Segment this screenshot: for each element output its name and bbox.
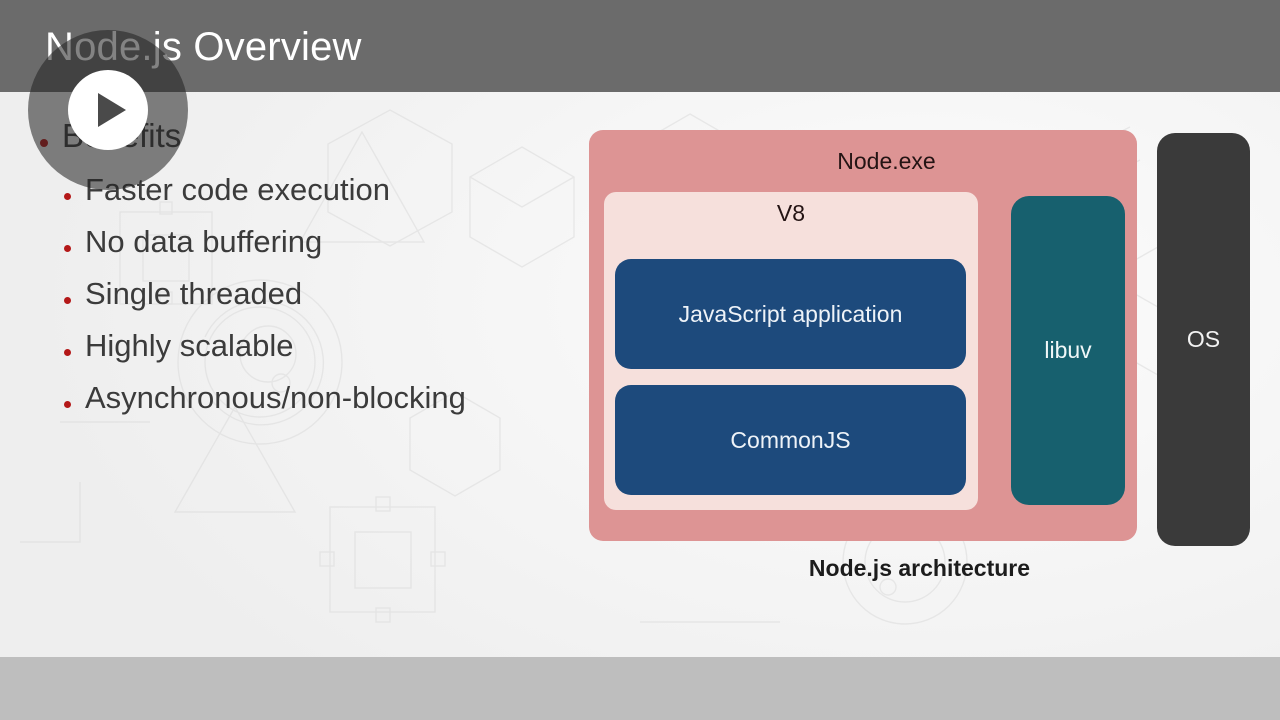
commonjs-box: CommonJS bbox=[615, 385, 966, 495]
bullet-item: Single threaded bbox=[64, 269, 600, 319]
bullet-label: Single threaded bbox=[85, 276, 303, 311]
bullet-dot-icon bbox=[64, 349, 71, 356]
play-button[interactable] bbox=[28, 30, 188, 190]
javascript-application-box: JavaScript application bbox=[615, 259, 966, 369]
node-exe-label: Node.exe bbox=[837, 148, 936, 174]
bullet-dot-icon bbox=[64, 193, 71, 200]
slide-header-bar bbox=[0, 0, 1280, 92]
bullet-item: No data buffering bbox=[64, 217, 600, 267]
diagram-caption: Node.js architecture bbox=[808, 555, 1031, 581]
bullet-dot-icon bbox=[64, 401, 71, 408]
bullet-label: Highly scalable bbox=[85, 328, 294, 363]
bullet-label: Asynchronous/non-blocking bbox=[85, 380, 466, 415]
bullet-dot-icon bbox=[64, 245, 71, 252]
play-button-inner-circle bbox=[68, 70, 148, 150]
slide-canvas: Node.js Overview Benefits Faster code ex… bbox=[0, 0, 1280, 657]
player-control-bar[interactable] bbox=[0, 657, 1280, 720]
os-box: OS bbox=[1157, 133, 1250, 546]
nodejs-architecture-diagram: Node.exe V8 JavaScript application Commo… bbox=[589, 130, 1250, 581]
bullet-item: Asynchronous/non-blocking bbox=[64, 373, 600, 423]
bullet-dot-icon bbox=[64, 297, 71, 304]
bullet-label: No data buffering bbox=[85, 224, 323, 259]
libuv-box: libuv bbox=[1011, 196, 1125, 505]
v8-label: V8 bbox=[776, 200, 806, 226]
bullet-item: Highly scalable bbox=[64, 321, 600, 371]
play-icon bbox=[97, 93, 126, 127]
